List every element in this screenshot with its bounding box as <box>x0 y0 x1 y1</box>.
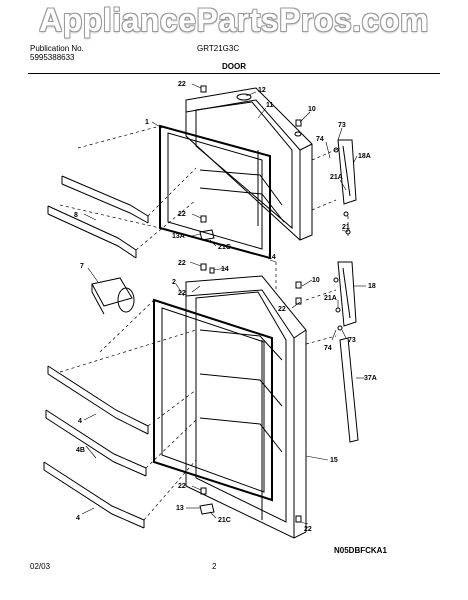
freezer-door-liner <box>195 101 293 230</box>
page-number: 2 <box>212 562 217 571</box>
freezer-shelf-upper <box>61 175 149 224</box>
diagram-code: N05DBFCKA1 <box>334 546 387 555</box>
handle-screws-upper <box>333 147 351 235</box>
freezer-assembly-lines <box>59 125 349 251</box>
callout-14: 14 <box>268 254 276 261</box>
header-divider <box>28 73 440 74</box>
fresh-food-door-liner <box>195 291 287 523</box>
footer-date: 02/03 <box>30 562 51 571</box>
callout-73: 73 <box>338 122 346 129</box>
callout-22: 22 <box>178 290 186 297</box>
fresh-food-shelf-3 <box>43 461 145 529</box>
callout-10: 10 <box>312 277 320 284</box>
callout-21a: 21A <box>324 295 337 302</box>
callout-1: 1 <box>145 119 149 126</box>
fresh-food-door-outer-panel <box>185 275 307 539</box>
callout-11: 11 <box>266 102 274 109</box>
callout-21c: 21C <box>218 244 231 251</box>
callout-8: 8 <box>74 212 78 219</box>
publication-label: Publication No. <box>30 44 84 53</box>
callout-22: 22 <box>178 211 186 218</box>
callout-21c: 21C <box>218 517 231 524</box>
callout-7: 7 <box>80 263 84 270</box>
callout-4: 4 <box>76 515 80 522</box>
callout-22: 22 <box>178 260 186 267</box>
door-trim-strip <box>339 337 359 443</box>
callout-leader-lines <box>81 83 366 525</box>
lower-hinge-parts <box>199 263 302 523</box>
callout-73: 73 <box>348 337 356 344</box>
callout-21: 21 <box>342 224 350 231</box>
callout-18a: 18A <box>358 153 371 160</box>
callout-74: 74 <box>324 345 332 352</box>
callout-12: 12 <box>258 87 266 94</box>
callout-2: 2 <box>172 279 176 286</box>
callout-13a: 13A <box>172 233 185 240</box>
callout-21a: 21A <box>330 174 343 181</box>
handle-screws-lower <box>333 277 343 331</box>
watermark-logo: AppliancePartsPros.com <box>39 2 429 38</box>
callout-10: 10 <box>308 106 316 113</box>
callout-15: 15 <box>330 457 338 464</box>
dairy-compartment <box>91 277 135 315</box>
section-title: DOOR <box>222 62 246 71</box>
freezer-door-gasket <box>159 124 271 260</box>
freezer-handle <box>337 139 357 205</box>
freezer-door-outer-panel <box>185 87 313 241</box>
fresh-food-assembly-lines <box>59 262 337 521</box>
model-number: GRT21G3C <box>197 44 240 53</box>
fresh-food-door-gasket <box>153 298 273 502</box>
callout-22: 22 <box>178 81 186 88</box>
callout-4: 4 <box>78 418 82 425</box>
fresh-food-handle <box>337 261 357 327</box>
callout-74: 74 <box>316 136 324 143</box>
callout-4b: 4B <box>76 447 85 454</box>
publication-number: 5995388633 <box>30 53 75 62</box>
callout-13: 13 <box>176 505 184 512</box>
callout-22: 22 <box>178 483 186 490</box>
callout-22: 22 <box>304 526 312 533</box>
fresh-food-shelf-2 <box>45 409 147 477</box>
fresh-food-shelf-1 <box>47 365 149 435</box>
callout-18: 18 <box>368 283 376 290</box>
callout-22: 22 <box>278 306 286 313</box>
upper-hinge-parts <box>199 85 302 241</box>
callout-37a: 37A <box>364 375 377 382</box>
callout-14: 14 <box>221 266 229 273</box>
freezer-shelf-lower <box>47 205 137 259</box>
